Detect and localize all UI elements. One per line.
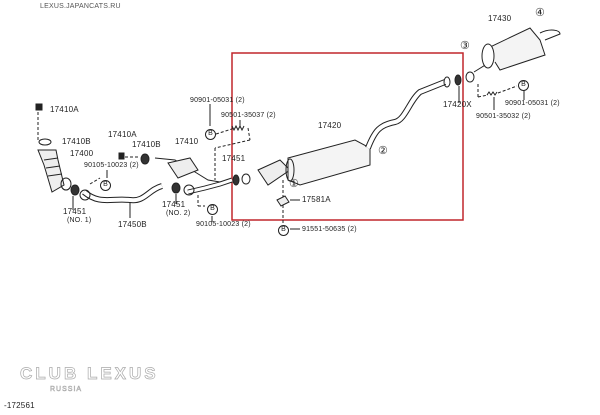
callout-2: ② — [378, 145, 389, 157]
part-label: 17420X — [443, 100, 472, 109]
part-label: (NO. 2) — [166, 210, 191, 217]
part-label: 17451 — [162, 200, 186, 209]
figure-number: -172561 — [4, 401, 35, 410]
exhaust-manifold-17400 — [35, 103, 72, 193]
part-label: 17430 — [488, 14, 512, 23]
callout-b: B — [100, 180, 111, 191]
part-label: 90901-05031 (2) — [505, 100, 560, 107]
callout-4: ④ — [535, 7, 546, 19]
part-label: (NO. 1) — [67, 217, 92, 224]
spring-icon — [231, 124, 245, 132]
part-label: 90501-35032 (2) — [476, 113, 531, 120]
watermark-subtitle: RUSSIA — [50, 386, 83, 394]
center-pipe-17420 — [232, 74, 462, 207]
callout-b: B — [518, 80, 529, 91]
callout-1: ① — [289, 178, 300, 190]
highlight-box — [231, 52, 464, 221]
front-pipe-17450B — [70, 177, 181, 218]
part-label: 90105-10023 (2) — [196, 221, 251, 228]
site-label: LEXUS.JAPANCATS.RU — [40, 3, 121, 10]
callout-b: B — [207, 204, 218, 215]
part-label: 17410A — [50, 105, 79, 114]
leader-lines — [72, 86, 525, 230]
part-label: 17400 — [70, 149, 94, 158]
part-label: 17451 — [63, 207, 87, 216]
watermark-logo: CLUB LEXUS — [20, 364, 159, 384]
part-label: 91551-50635 (2) — [302, 226, 357, 233]
part-label: 90901-05031 (2) — [190, 97, 245, 104]
callout-b: B — [278, 225, 289, 236]
catalytic-converter-17410 — [118, 152, 233, 207]
part-label: 90501-35037 (2) — [221, 112, 276, 119]
part-label: 17451 — [222, 154, 246, 163]
callout-3: ③ — [460, 40, 471, 52]
part-label: 90105-10023 (2) — [84, 162, 139, 169]
part-label: 17410B — [132, 140, 161, 149]
part-label: 17410 — [175, 137, 199, 146]
part-label: 17410A — [108, 130, 137, 139]
callout-b: B — [205, 129, 216, 140]
tail-muffler-17430 — [465, 27, 561, 110]
part-label: 17410B — [62, 137, 91, 146]
part-label: 17450B — [118, 220, 147, 229]
part-label: 17420 — [318, 121, 342, 130]
part-label: 17581A — [302, 195, 331, 204]
